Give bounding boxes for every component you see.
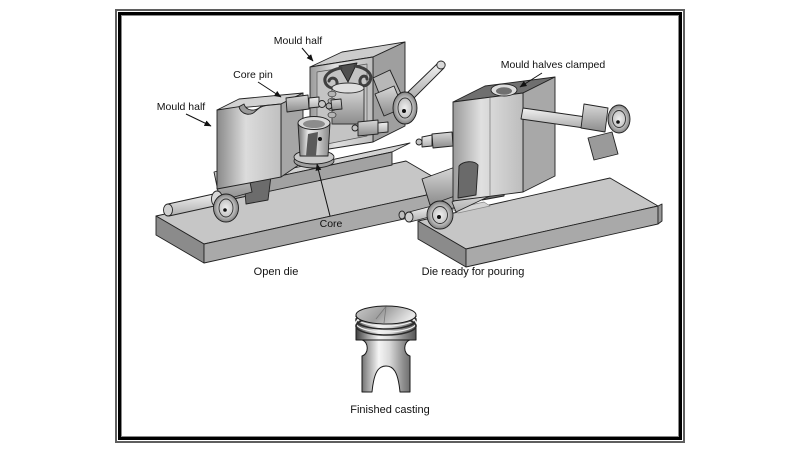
callout-core: Core [315,163,343,230]
diagram-frame: Mould half Core pin Mould half Mould hal… [115,9,685,443]
toggle-mechanism [520,103,631,161]
caption-die-ready-for-pouring: Die ready for pouring [422,266,525,278]
callout-text: Core [320,218,343,230]
callout-text: Mould half [157,101,206,113]
core-pin [285,94,343,113]
diagram-frame-inner-line: Mould half Core pin Mould half Mould hal… [121,15,679,437]
open-die-machine [155,41,459,264]
clamped-mould-block [452,76,556,202]
piston-skirt [361,339,411,393]
caption-finished-casting: Finished casting [350,404,430,416]
callout-mould-half-left: Mould half [157,101,212,127]
callout-text: Core pin [233,69,273,81]
finished-casting-piston [355,305,417,393]
machine-base [417,177,663,268]
callout-text: Mould half [274,35,323,47]
diagram-frame-main-line: Mould half Core pin Mould half Mould hal… [118,12,682,440]
pouring-hole [490,83,518,97]
clamp-handwheel [426,200,454,230]
clamp-handwheel [213,193,239,223]
callout-text: Mould halves clamped [501,59,606,71]
clamped-die-machine [398,76,663,268]
callout-mould-half-top: Mould half [274,35,323,62]
ejector-pin [351,119,389,137]
sprue-funnel [338,62,358,83]
runner-right [353,64,373,88]
mould-half-left-block [216,92,304,190]
core-pin [415,131,454,149]
core [293,116,335,169]
piston-top-face [355,305,417,325]
piston-cavity [327,82,365,125]
annotations: Mould half Core pin Mould half Mould hal… [157,35,606,416]
toggle-mechanism [372,60,446,125]
die-casting-process-diagram: Mould half Core pin Mould half Mould hal… [155,35,663,416]
callout-mould-halves-clamped: Mould halves clamped [501,59,606,88]
callout-core-pin: Core pin [233,69,282,98]
caption-open-die: Open die [254,266,299,278]
